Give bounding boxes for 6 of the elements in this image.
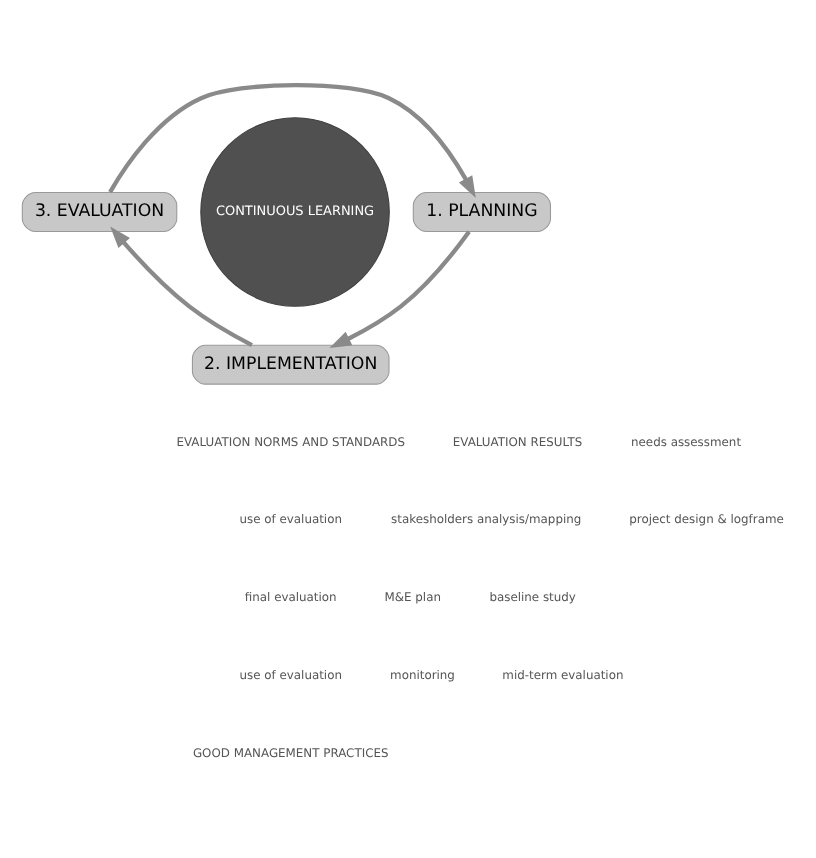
arrow xyxy=(328,230,470,348)
node-box: 1. PLANNING xyxy=(411,192,551,232)
arrow xyxy=(107,82,475,198)
arrow xyxy=(109,226,252,348)
node-box: 2. IMPLEMENTATION xyxy=(190,344,389,385)
node-box: 3. EVALUATION xyxy=(20,192,177,232)
